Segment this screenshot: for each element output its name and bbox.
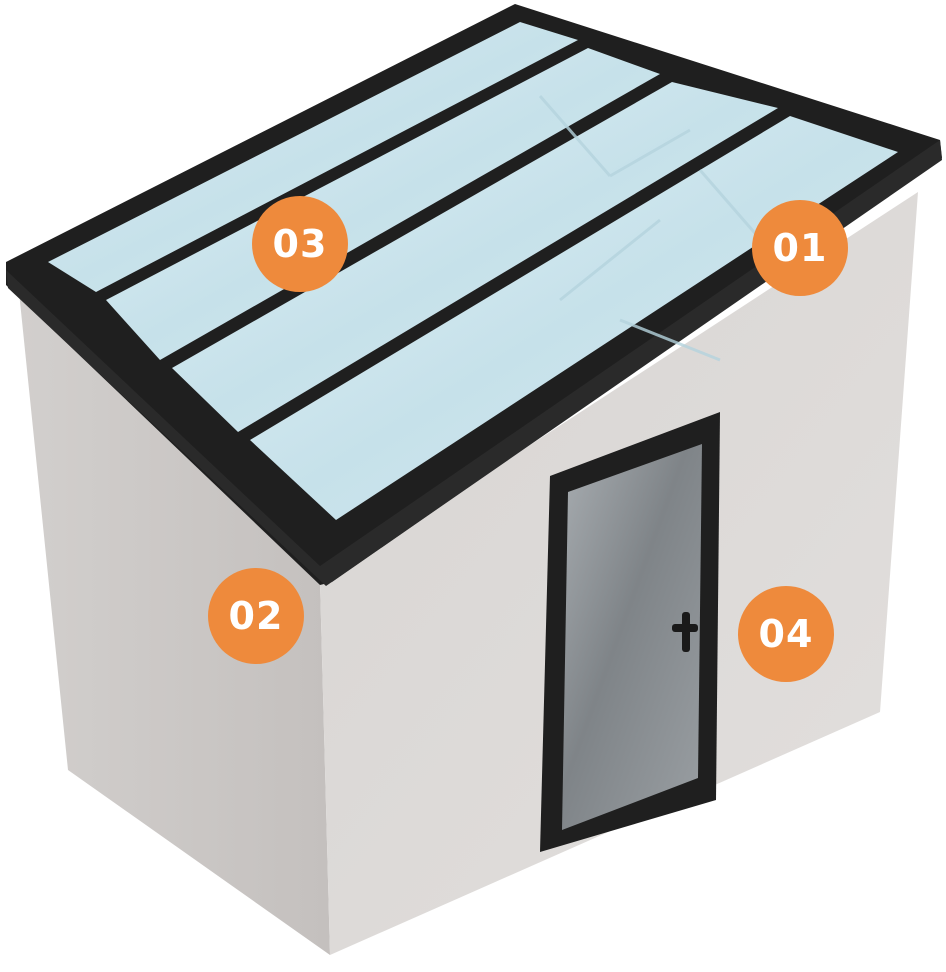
marker-01: 01 bbox=[752, 200, 848, 296]
glass-pane-3 bbox=[172, 82, 778, 432]
side-wall bbox=[18, 282, 330, 955]
marker-03-label: 03 bbox=[272, 222, 328, 266]
marker-04-label: 04 bbox=[758, 612, 814, 656]
glass-reflections bbox=[538, 95, 782, 362]
door-glass bbox=[562, 444, 702, 830]
glass-pane-2 bbox=[106, 48, 660, 360]
door-handle bbox=[672, 612, 698, 652]
glass-pane-4 bbox=[250, 116, 898, 520]
marker-02: 02 bbox=[208, 568, 304, 664]
marker-02-label: 02 bbox=[228, 594, 284, 638]
marker-03: 03 bbox=[252, 196, 348, 292]
glass-pane-1 bbox=[48, 22, 578, 292]
marker-04: 04 bbox=[738, 586, 834, 682]
marker-01-label: 01 bbox=[772, 226, 828, 270]
